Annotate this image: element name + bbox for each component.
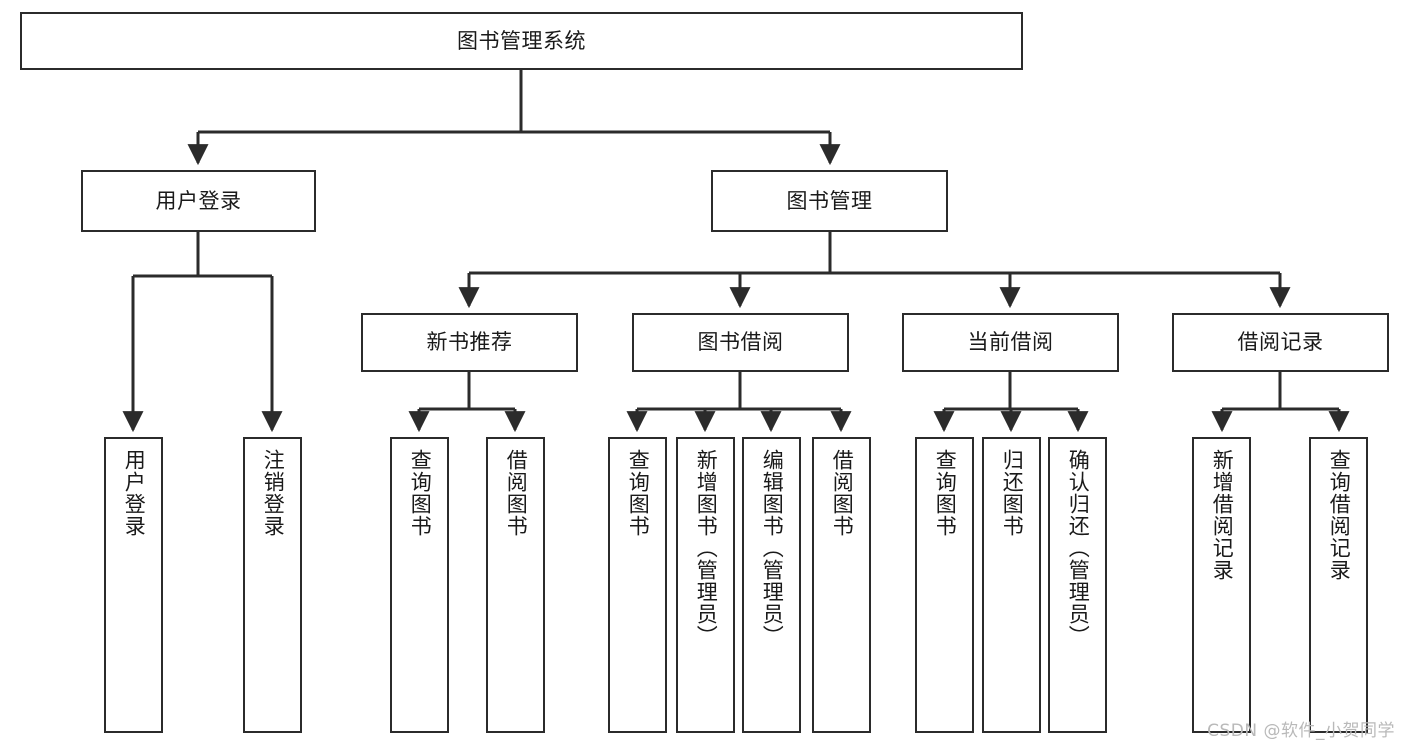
leaf-borrow-books-new[interactable]: 借阅图书 [486, 437, 545, 733]
leaf-add-book-admin[interactable]: 新增图书（管理员） [676, 437, 735, 733]
node-new-book-recommend-label: 新书推荐 [426, 330, 513, 355]
node-book-borrow-label: 图书借阅 [697, 330, 784, 355]
leaf-return-books[interactable]: 归还图书 [982, 437, 1041, 733]
leaf-query-books-new-label: 查询图书 [408, 449, 433, 537]
leaf-query-books-new[interactable]: 查询图书 [390, 437, 449, 733]
leaf-confirm-return-admin[interactable]: 确认归还（管理员） [1048, 437, 1107, 733]
node-new-book-recommend[interactable]: 新书推荐 [361, 313, 578, 372]
leaf-query-books-borrow[interactable]: 查询图书 [608, 437, 667, 733]
leaf-add-borrow-record-label: 新增借阅记录 [1210, 449, 1235, 581]
node-borrow-records-label: 借阅记录 [1237, 330, 1324, 355]
leaf-edit-book-admin-label: 编辑图书（管理员） [760, 449, 785, 647]
leaf-borrow-books-new-label: 借阅图书 [504, 449, 529, 537]
node-book-management-label: 图书管理 [786, 188, 873, 213]
node-current-borrow-label: 当前借阅 [967, 330, 1054, 355]
leaf-logout-label: 注销登录 [261, 449, 286, 537]
leaf-query-borrow-record-label: 查询借阅记录 [1327, 449, 1352, 581]
leaf-logout[interactable]: 注销登录 [243, 437, 302, 733]
leaf-confirm-return-admin-label: 确认归还（管理员） [1066, 449, 1091, 647]
leaf-query-borrow-record[interactable]: 查询借阅记录 [1309, 437, 1368, 733]
leaf-add-book-admin-label: 新增图书（管理员） [694, 449, 719, 647]
leaf-return-books-label: 归还图书 [1000, 449, 1025, 537]
leaf-query-books-current[interactable]: 查询图书 [915, 437, 974, 733]
node-user-login[interactable]: 用户登录 [81, 170, 316, 232]
node-book-borrow[interactable]: 图书借阅 [632, 313, 849, 372]
leaf-edit-book-admin[interactable]: 编辑图书（管理员） [742, 437, 801, 733]
leaf-borrow-books-borrow-label: 借阅图书 [830, 449, 855, 537]
node-current-borrow[interactable]: 当前借阅 [902, 313, 1119, 372]
leaf-add-borrow-record[interactable]: 新增借阅记录 [1192, 437, 1251, 733]
node-book-management[interactable]: 图书管理 [711, 170, 948, 232]
leaf-query-books-current-label: 查询图书 [933, 449, 958, 537]
node-root[interactable]: 图书管理系统 [20, 12, 1023, 70]
leaf-query-books-borrow-label: 查询图书 [626, 449, 651, 537]
node-user-login-label: 用户登录 [155, 188, 242, 213]
node-root-label: 图书管理系统 [457, 28, 586, 53]
leaf-borrow-books-borrow[interactable]: 借阅图书 [812, 437, 871, 733]
leaf-user-login-label: 用户登录 [122, 449, 147, 537]
leaf-user-login[interactable]: 用户登录 [104, 437, 163, 733]
node-borrow-records[interactable]: 借阅记录 [1172, 313, 1389, 372]
